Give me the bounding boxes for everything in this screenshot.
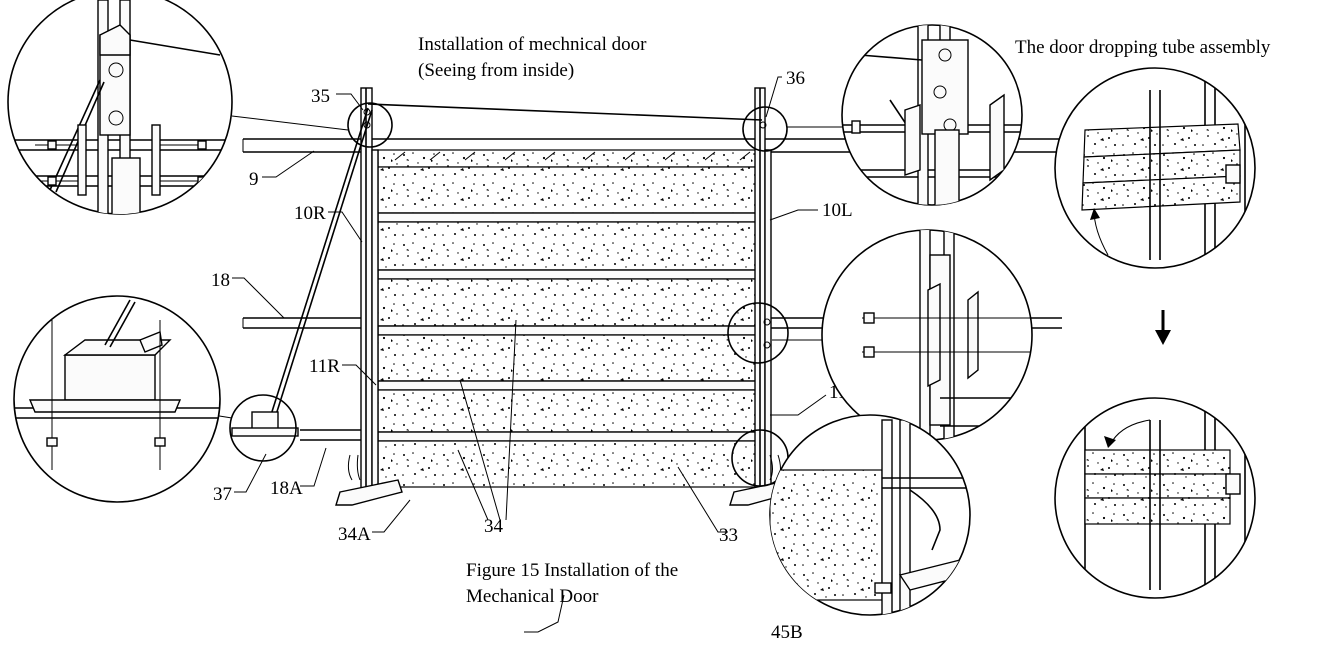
detail-circle-36 [841,24,1023,206]
diagram-title-line2: (Seeing from inside) [418,60,574,81]
detail-circle-35 [7,0,233,215]
main-door-assembly [212,76,1062,633]
diagram-title-line1: Installation of mechnical door [418,34,647,55]
label-35: 35 [311,86,330,107]
figure-caption-line2: Mechanical Door [466,586,599,607]
door-panels [377,149,769,488]
winch-37 [231,411,299,437]
label-18: 18 [211,270,230,291]
tube-assembly-before [1054,67,1256,269]
label-33: 33 [719,525,738,546]
post-10R-11R [360,87,379,493]
label-10R: 10R [294,203,326,224]
tube-assembly-title: The door dropping tube assembly [1015,37,1271,58]
door-cable [269,103,763,419]
label-45B-text: 45B [771,622,803,643]
label-10L: 10L [822,200,853,221]
post-bolts [363,108,771,349]
label-37: 37 [213,484,232,505]
detail-circle-winch-37 [13,295,221,503]
down-arrow-icon [1155,310,1171,345]
label-9: 9 [249,169,259,190]
tube-assembly-after [1054,397,1256,599]
leader-lines [232,76,827,633]
detail-circle-45B [769,414,971,616]
figure-caption-line1: Figure 15 Installation of the [466,560,678,581]
pipe-18A [300,429,370,441]
label-11R: 11R [309,356,340,377]
label-34: 34 [484,516,504,537]
label-34A: 34A [338,524,371,545]
label-36: 36 [786,68,805,89]
detail-circle-pipe-18 [821,229,1033,441]
label-18A: 18A [270,478,303,499]
